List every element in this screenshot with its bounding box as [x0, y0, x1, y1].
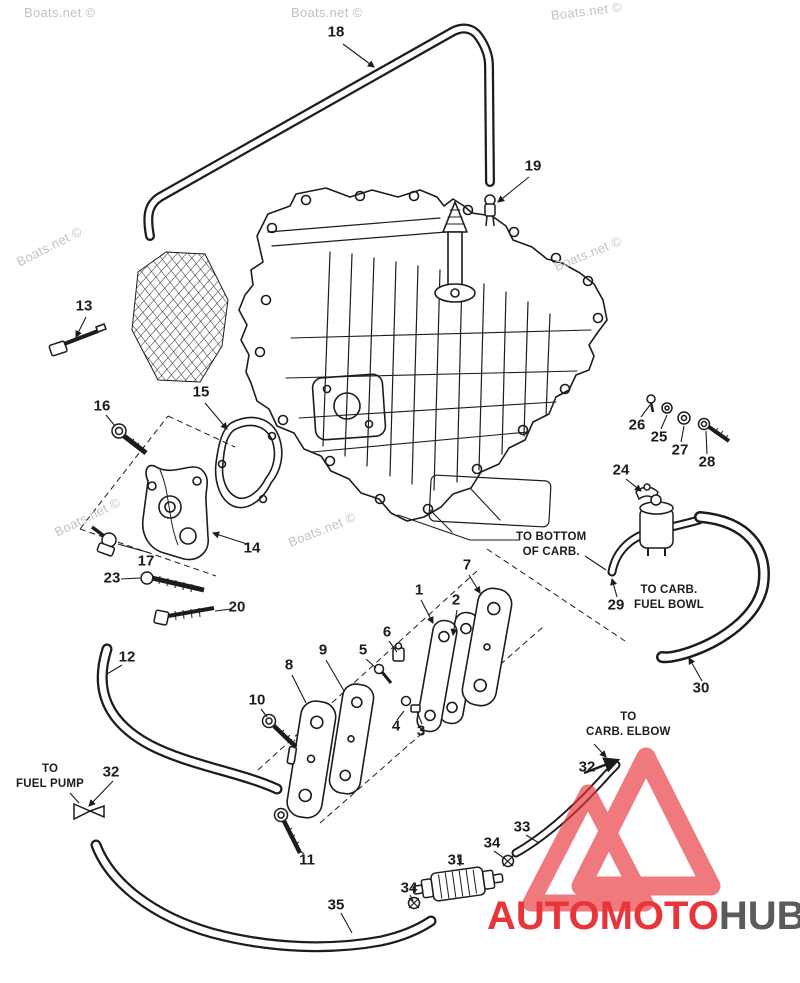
bolt-3-4 — [400, 695, 421, 713]
automotohub-logo-text: AUTOMOTOHUB — [487, 896, 800, 936]
callout-27: 27 — [671, 441, 689, 459]
fitting-13 — [48, 323, 107, 357]
fitting-19 — [484, 194, 496, 227]
callout-24: 24 — [612, 461, 630, 479]
callout-4: 4 — [391, 717, 401, 735]
fitting-17 — [90, 525, 117, 557]
engine-block — [238, 187, 608, 541]
gasket-15 — [214, 416, 283, 509]
label-line: FUEL BOWL — [634, 598, 704, 611]
callout-29: 29 — [607, 596, 625, 614]
plate-1 — [416, 619, 458, 733]
callout-34-upper: 34 — [483, 834, 501, 852]
hose-35 — [90, 839, 437, 953]
callout-1: 1 — [414, 581, 424, 599]
callout-3: 3 — [416, 722, 426, 740]
label-line: TO — [41, 763, 59, 775]
automotohub-logo-mark — [522, 747, 721, 912]
bracket-8 — [286, 700, 337, 819]
callout-23: 23 — [103, 569, 121, 587]
bolt-23 — [140, 571, 205, 593]
callout-7: 7 — [462, 556, 472, 574]
callout-2: 2 — [451, 591, 461, 609]
callout-34-lower: 34 — [400, 879, 418, 897]
callout-9: 9 — [318, 641, 328, 659]
callout-32-right: 32 — [578, 758, 596, 776]
callout-30: 30 — [692, 679, 710, 697]
callout-20: 20 — [228, 598, 246, 616]
hose-30 — [656, 511, 770, 664]
leader-lines — [69, 43, 708, 934]
fitting-20 — [153, 606, 215, 626]
pump-body — [639, 494, 674, 556]
label-line: TO CARB. — [640, 584, 698, 596]
callout-28: 28 — [698, 453, 716, 471]
washer-27 — [677, 411, 691, 425]
label-line: TO BOTTOM — [516, 531, 587, 543]
callout-10: 10 — [248, 691, 266, 709]
bolt-10 — [261, 713, 298, 749]
label-line: CARB. ELBOW — [586, 725, 671, 738]
label-to-carb-fuel-bowl: TO CARB. FUEL BOWL — [634, 583, 704, 613]
screw-26 — [646, 394, 656, 413]
callout-8: 8 — [284, 656, 294, 674]
label-line: OF CARB. — [522, 545, 580, 558]
callout-18: 18 — [327, 23, 345, 41]
callout-26: 26 — [628, 416, 646, 434]
logo-text-primary: AUTOMOTO — [487, 894, 719, 938]
watermark-top-left: Boats.net © — [24, 5, 96, 20]
clamp-34-lower — [407, 896, 421, 910]
callout-31: 31 — [447, 851, 465, 869]
bracket-9 — [328, 683, 375, 795]
callout-5: 5 — [358, 641, 368, 659]
clip-6 — [392, 642, 405, 662]
bolt-28 — [697, 417, 731, 443]
callout-6: 6 — [382, 623, 392, 641]
clamp-34-upper — [501, 854, 515, 868]
bolt-11 — [273, 807, 303, 855]
watermark-top-center: Boats.net © — [291, 5, 363, 20]
bolt-5 — [373, 663, 393, 684]
callout-17: 17 — [137, 552, 155, 570]
arrow-32-right — [583, 757, 621, 775]
bolt-16 — [111, 423, 148, 455]
callout-19: 19 — [524, 157, 542, 175]
hose-12 — [96, 643, 283, 795]
fuel-filter-31 — [412, 866, 504, 902]
hatched-break-region — [131, 251, 229, 383]
clamp-32-left — [73, 802, 105, 821]
callout-33: 33 — [513, 818, 531, 836]
logo-text-secondary: HUB — [718, 894, 800, 938]
callout-35: 35 — [327, 896, 345, 914]
callout-32-left: 32 — [102, 763, 120, 781]
callout-11: 11 — [299, 851, 315, 869]
callout-16: 16 — [93, 397, 111, 415]
label-to-fuel-pump: TO FUEL PUMP — [16, 762, 84, 792]
callout-13: 13 — [75, 297, 93, 315]
callout-25: 25 — [650, 428, 668, 446]
washer-25 — [661, 402, 673, 414]
hose-18 — [143, 23, 495, 241]
callout-14: 14 — [243, 539, 261, 557]
callout-12: 12 — [118, 648, 136, 666]
adapter-plate-14 — [141, 464, 209, 561]
label-to-bottom-of-carb: TO BOTTOM OF CARB. — [516, 530, 586, 560]
callout-15: 15 — [192, 383, 210, 401]
bracket-7 — [461, 587, 513, 707]
label-line: TO — [620, 711, 637, 723]
label-line: FUEL PUMP — [16, 777, 85, 790]
label-to-carb-elbow: TO CARB. ELBOW — [586, 710, 671, 740]
